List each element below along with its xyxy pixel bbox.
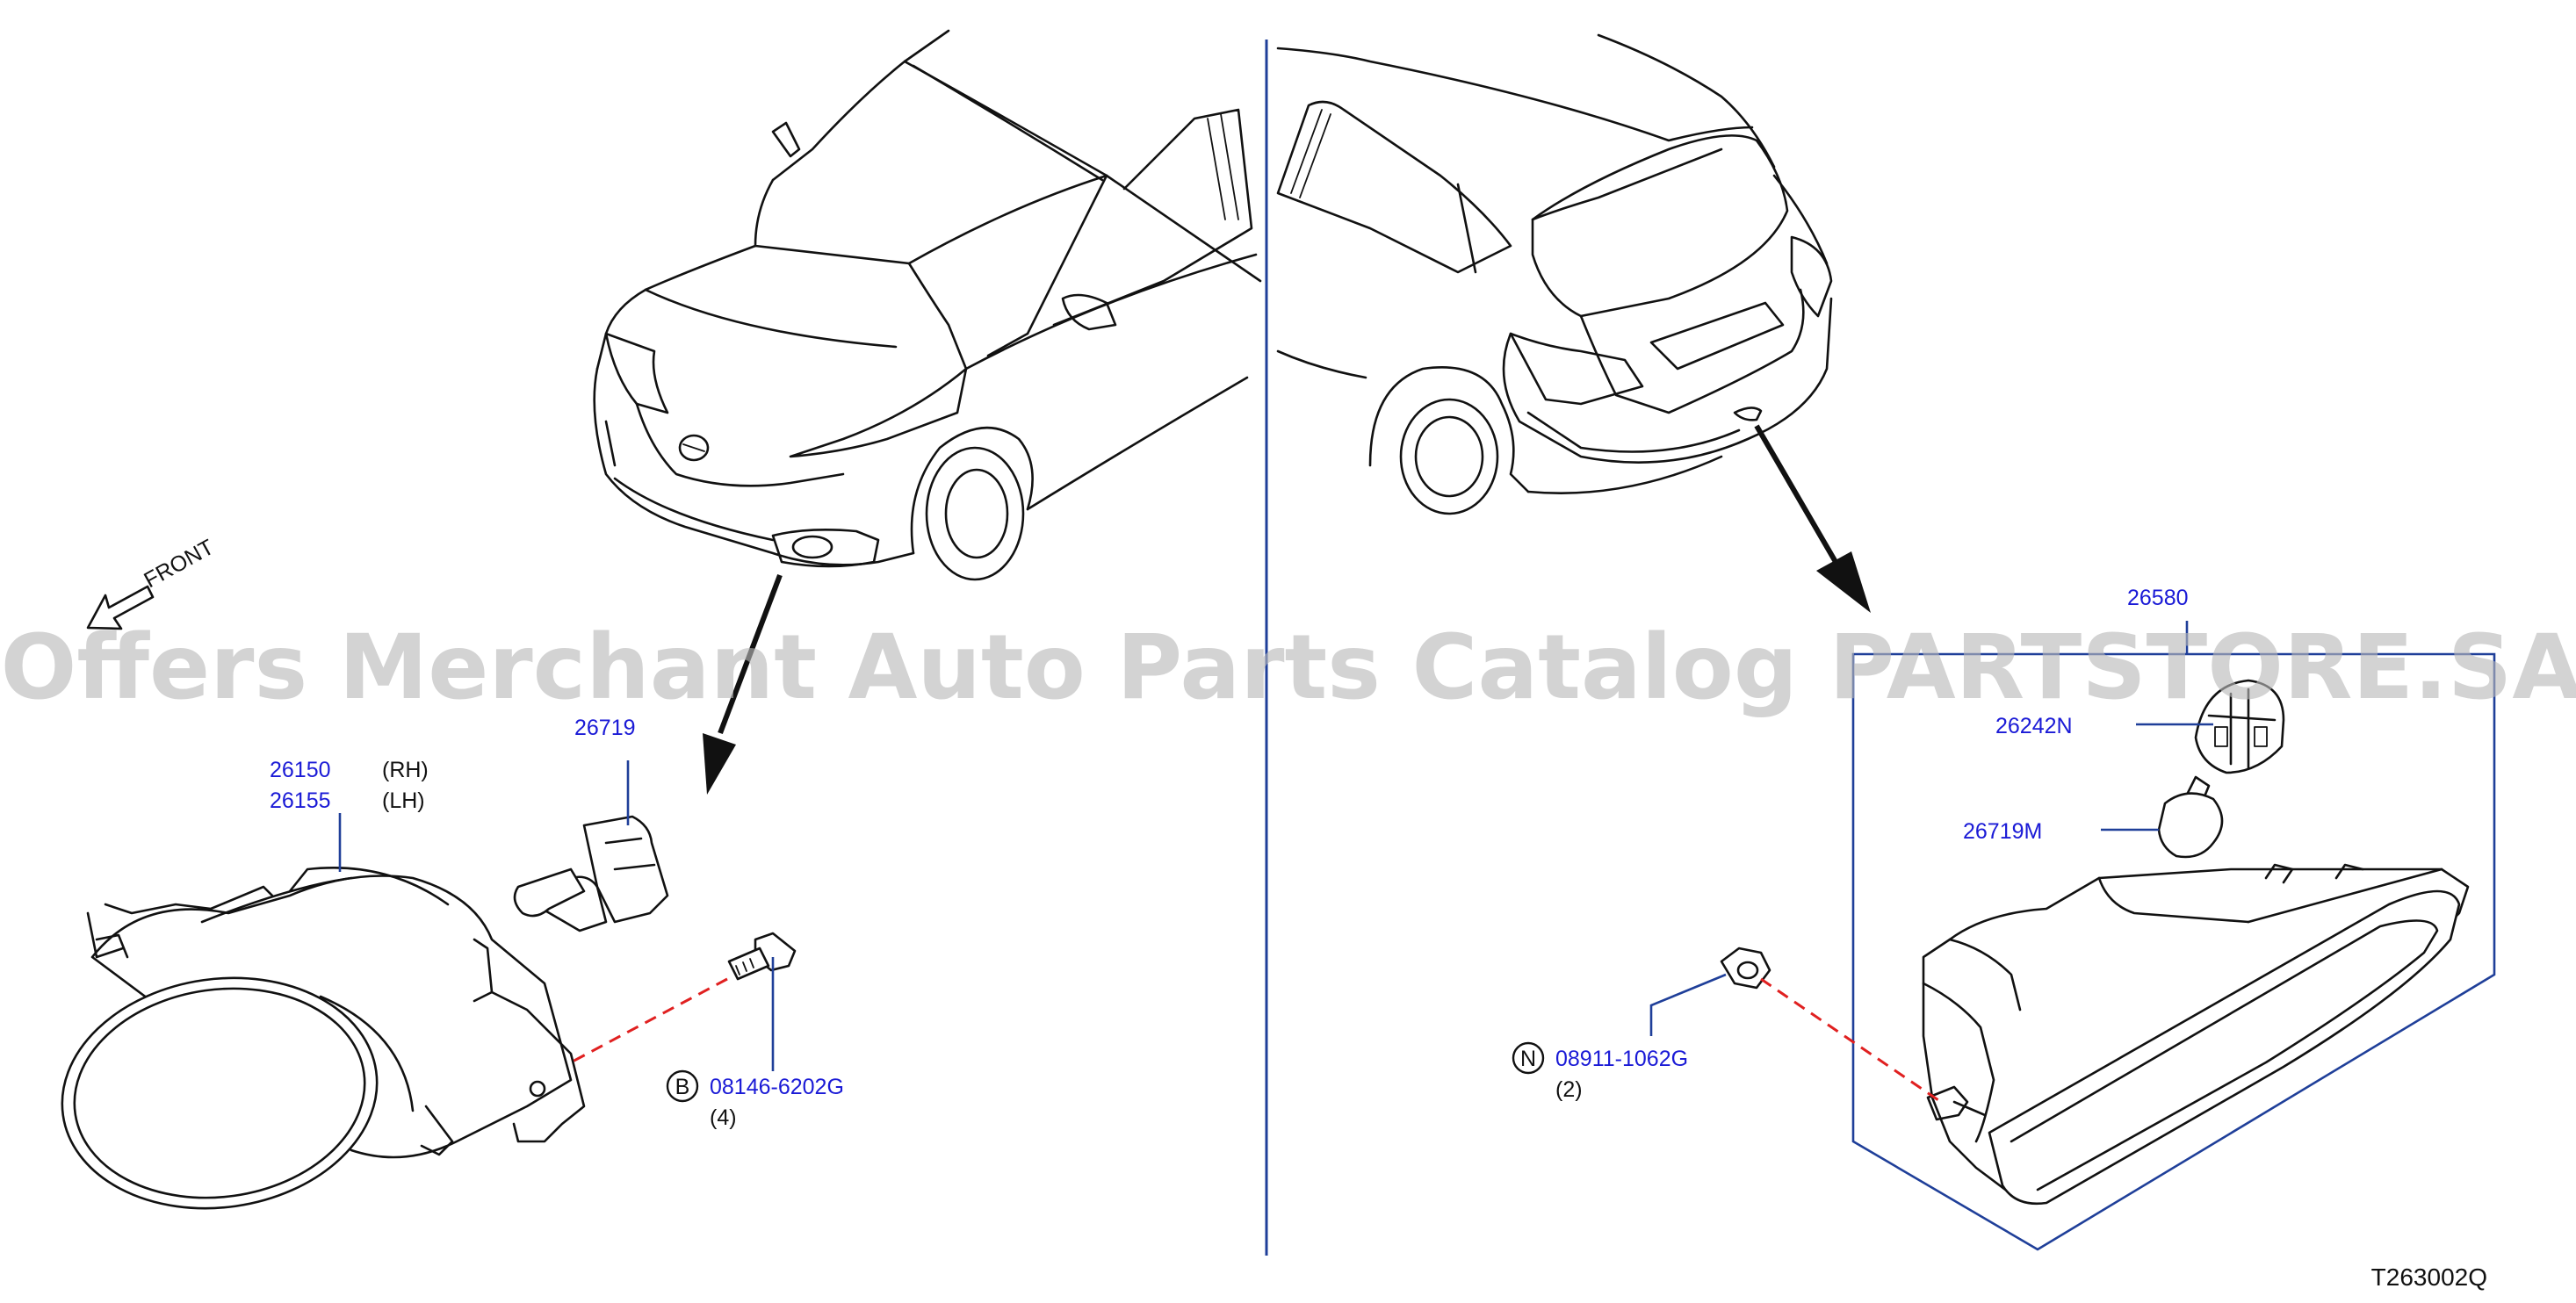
front-direction-label: FRONT: [140, 535, 218, 593]
bolt-symbol-circle: [666, 1069, 699, 1103]
front-bolt-path: [570, 977, 728, 1064]
side-label-rh: (RH): [382, 758, 429, 782]
bolt-quantity: (4): [710, 1105, 737, 1130]
front-fog-lamp-illustration[interactable]: [47, 867, 586, 1227]
nut-quantity: (2): [1555, 1077, 1583, 1102]
rear-location-arrow: [1754, 424, 1871, 613]
rear-nut-path: [1760, 977, 1942, 1104]
front-location-arrow: [703, 573, 783, 795]
rear-callout-lines: [1649, 621, 2213, 1036]
part-number-08146-6202G[interactable]: 08146-6202G: [710, 1075, 844, 1099]
part-number-26150[interactable]: 26150: [270, 758, 331, 782]
watermark: Offers Merchant Auto Parts Catalog PARTS…: [1, 616, 2576, 720]
front-fog-bulb-illustration[interactable]: [513, 815, 669, 932]
rear-fog-lamp-illustration[interactable]: [1922, 863, 2470, 1206]
rear-nut-illustration[interactable]: [1720, 947, 1771, 990]
side-label-lh: (LH): [382, 788, 425, 813]
front-car-illustration: [593, 29, 1262, 581]
nut-symbol: N: [1520, 1047, 1536, 1071]
nut-symbol-circle: [1512, 1041, 1545, 1075]
part-number-26242N[interactable]: 26242N: [1995, 714, 2073, 738]
front-bolt-illustration[interactable]: [727, 932, 797, 981]
part-number-08911-1062G[interactable]: 08911-1062G: [1555, 1047, 1688, 1071]
nut-callout[interactable]: N 08911-1062G (2): [1512, 1041, 1688, 1102]
rear-fog-bulb-illustration[interactable]: [2157, 775, 2224, 859]
part-number-26580[interactable]: 26580: [2127, 586, 2189, 610]
front-callout-lines: [338, 760, 775, 1071]
part-number-26719[interactable]: 26719: [574, 716, 636, 740]
bolt-symbol: B: [675, 1075, 690, 1099]
bolt-callout[interactable]: B 08146-6202G (4): [666, 1069, 844, 1130]
front-direction-indicator: FRONT: [86, 535, 218, 630]
part-number-26719M[interactable]: 26719M: [1963, 819, 2042, 844]
rear-lamp-assembly-boundary: [1851, 652, 2496, 1251]
rear-bulb-socket-illustration[interactable]: [2194, 679, 2285, 774]
rear-car-illustration: [1276, 33, 1833, 515]
diagram-code: T263002Q: [2371, 1263, 2487, 1291]
part-number-26155[interactable]: 26155: [270, 788, 331, 813]
